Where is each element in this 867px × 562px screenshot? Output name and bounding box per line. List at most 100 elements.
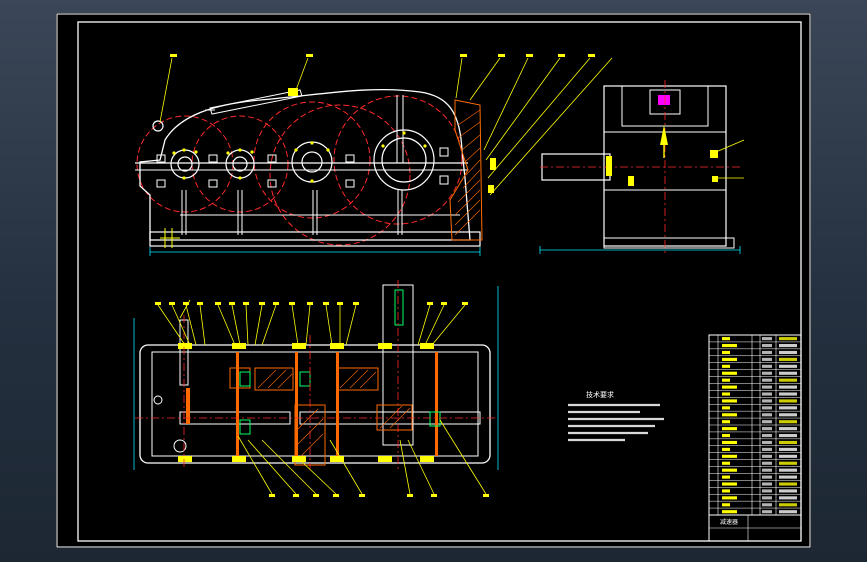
parts-row-name <box>722 406 730 410</box>
parts-row-name <box>722 337 730 341</box>
drawing-canvas[interactable]: 技术要求 <box>56 13 811 548</box>
parts-row-material <box>779 385 797 389</box>
plan-centerlines <box>135 280 495 470</box>
parts-row-qty <box>762 385 772 389</box>
parts-row-material <box>779 357 797 361</box>
parts-row-qty <box>762 413 772 417</box>
parts-row-material <box>779 510 797 514</box>
parts-row-material <box>779 420 797 424</box>
parts-row-material <box>779 461 797 465</box>
notes-title: 技术要求 <box>586 390 614 399</box>
parts-row-qty <box>762 364 772 368</box>
parts-row-material <box>779 337 797 341</box>
parts-list: 减速器 <box>708 334 802 542</box>
parts-row-material <box>779 496 797 500</box>
parts-row-name <box>722 350 730 355</box>
gear-circle-5 <box>269 104 411 246</box>
parts-row-name <box>722 475 730 479</box>
side-base <box>603 237 735 249</box>
parts-list-columns <box>717 335 777 515</box>
parts-row-material <box>779 503 797 507</box>
parts-row-qty <box>762 510 772 514</box>
bearing-bosses <box>170 129 435 191</box>
parts-row-material <box>779 344 797 348</box>
parts-row-qty <box>762 454 772 458</box>
plan-dimensions <box>133 286 499 470</box>
lifting-lug <box>152 120 164 132</box>
gear-circle-1 <box>136 115 234 213</box>
parts-row-name <box>722 427 737 431</box>
side-view <box>539 80 745 255</box>
plan-top-leaders <box>157 304 466 346</box>
parts-row-material <box>779 434 797 438</box>
side-dimensions <box>539 246 741 254</box>
parts-row-qty <box>762 399 772 403</box>
bolt-icon <box>156 147 449 188</box>
parts-row-qty <box>762 475 772 479</box>
parts-row-qty <box>762 350 772 355</box>
drain-plug <box>173 439 187 453</box>
parts-row-name <box>722 510 737 514</box>
gear-wheel-icon <box>136 95 463 246</box>
parts-row-qty <box>762 489 772 493</box>
outer-frame <box>56 13 811 548</box>
end-cap-section <box>449 99 496 241</box>
gear-circle-2 <box>191 115 289 213</box>
parts-row-qty <box>762 503 772 507</box>
plan-top-balloons <box>155 302 468 305</box>
parts-row-qty <box>762 482 772 486</box>
side-leaders <box>715 139 745 179</box>
parts-row-material <box>779 489 797 493</box>
parts-row-name <box>722 371 737 375</box>
parts-row-qty <box>762 420 772 424</box>
parts-row-material <box>779 371 797 375</box>
parts-row-name <box>722 503 730 507</box>
parts-row-material <box>779 406 797 410</box>
parts-row-name <box>722 489 730 493</box>
parts-row-material <box>779 413 797 417</box>
parts-row-material <box>779 427 797 431</box>
base-bolt-detail <box>160 228 180 248</box>
parts-row-name <box>722 399 737 403</box>
parts-row-name <box>722 364 730 368</box>
plan-view <box>133 280 499 497</box>
parts-list-rows <box>709 337 801 514</box>
parts-row-qty <box>762 434 772 438</box>
parts-row-name <box>722 440 737 445</box>
drawing-sheet: 技术要求 <box>56 13 811 548</box>
housing-base <box>149 231 481 247</box>
parts-row-name <box>722 385 737 389</box>
parts-row-name <box>722 344 737 348</box>
parts-row-name <box>722 454 737 458</box>
parts-row-material <box>779 475 797 479</box>
sheet-frames <box>56 13 811 548</box>
side-details <box>606 150 718 186</box>
plan-bottom-balloons <box>269 494 489 497</box>
plan-inner <box>151 351 479 457</box>
parts-row-name <box>722 434 730 438</box>
housing-outline <box>139 88 471 241</box>
parts-row-qty <box>762 371 772 375</box>
side-vent-inner <box>658 95 670 105</box>
oil-dipstick-icon <box>660 125 668 145</box>
plan-bolts <box>178 343 434 462</box>
parts-row-name <box>722 420 730 424</box>
parts-row-name <box>722 378 730 382</box>
parts-row-material <box>779 364 797 368</box>
parts-row-name <box>722 447 730 451</box>
parts-row-material <box>779 392 797 396</box>
plan-bottom-leaders <box>179 299 487 495</box>
parts-row-qty <box>762 337 772 341</box>
parts-row-qty <box>762 440 772 445</box>
parts-row-material <box>779 440 797 445</box>
parts-row-name <box>722 461 730 465</box>
plan-walls <box>186 352 438 456</box>
breather-icon <box>205 88 303 115</box>
plan-housing <box>139 344 491 464</box>
notes-lines <box>568 403 664 442</box>
parts-row-name <box>722 482 737 486</box>
parts-row-material <box>779 378 797 382</box>
parts-row-material <box>779 447 797 451</box>
plan-seals <box>239 371 441 435</box>
